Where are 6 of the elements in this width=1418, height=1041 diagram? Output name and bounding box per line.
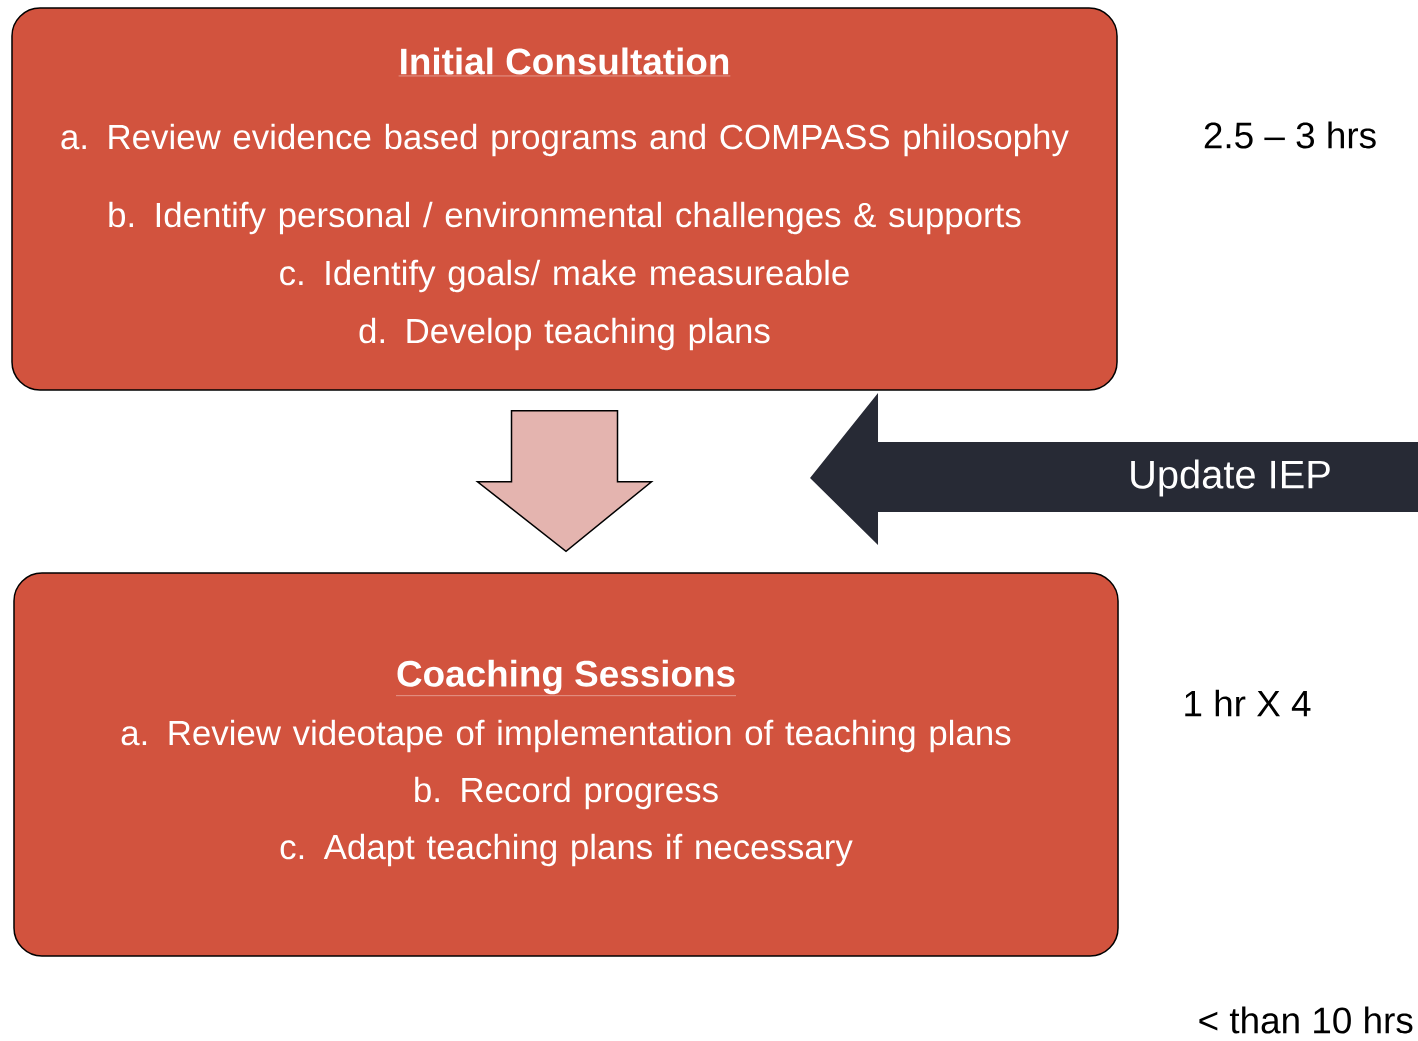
duration-label: 2.5 – 3 hrs <box>1204 121 1376 149</box>
total-time-label: < than 10 hrs <box>1199 1006 1413 1034</box>
duration-label: 1 hr X 4 <box>1185 689 1311 717</box>
process-box: Coaching Sessions a. Review videotape of implementation of teaching plans b. Record progress c. Adapt teaching plans if necessary <box>13 572 1119 957</box>
block-arrow <box>475 410 654 553</box>
process-box: Initial Consultation a. Review evidence based programs and COMPASS philosophy b. Identify personal / environmental challenges & supports c. Identify goals/ make measureable d. Develop teaching plans <box>11 7 1118 391</box>
